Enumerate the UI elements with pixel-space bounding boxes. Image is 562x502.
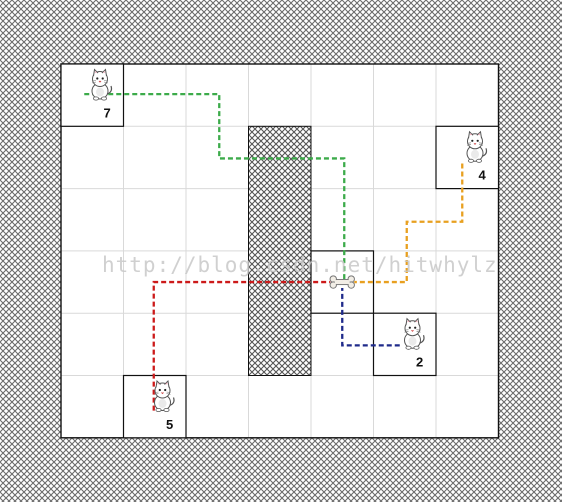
path-cat-2 (341, 288, 400, 347)
board-border (60, 63, 500, 439)
cat-paths (84, 93, 464, 411)
path-cat-5 (152, 280, 331, 411)
cats-layer: 7 4 2 5 (91, 68, 488, 432)
wall-obstacle (248, 125, 312, 376)
cat-cell-2 (372, 312, 437, 377)
watermark-text: http://blog.csdn.net/hitwhylz (102, 253, 498, 277)
cat-label-7: 7 (104, 105, 111, 120)
path-cat-7 (84, 93, 346, 281)
bone-icon (329, 275, 355, 289)
path-cat-4 (354, 163, 464, 284)
cat-label-2: 2 (416, 355, 423, 370)
cat-label-4: 4 (479, 168, 487, 183)
bone-shape (329, 275, 355, 289)
cat-cell-4 (435, 125, 500, 190)
cat-label-5: 5 (166, 417, 173, 432)
